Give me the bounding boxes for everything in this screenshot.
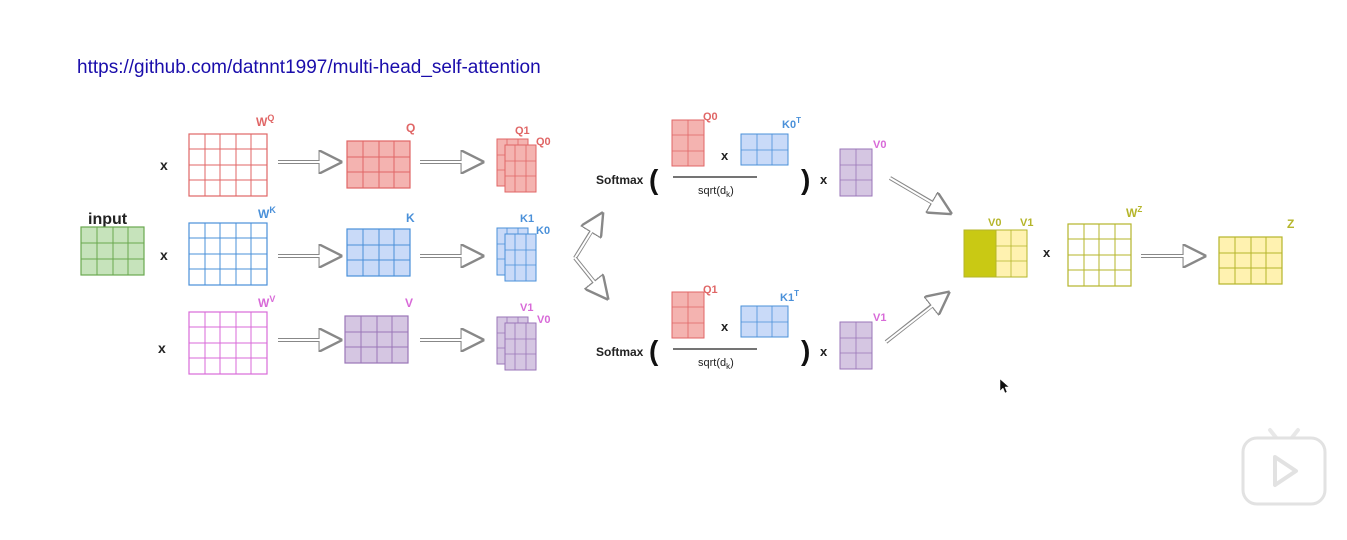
paren-close-head1: ) <box>801 335 810 366</box>
v1-label: V1 <box>873 312 886 324</box>
paren-open-head1: ( <box>649 335 659 366</box>
play-icon <box>1273 455 1298 487</box>
times-sign-v: x <box>158 340 166 356</box>
softmax-label-head0: Softmax <box>596 173 644 187</box>
paren-close-head0: ) <box>801 164 810 195</box>
wk-matrix <box>188 222 268 286</box>
play-button[interactable] <box>1240 424 1328 508</box>
times-sign-q: x <box>160 157 168 173</box>
times-sign-k: x <box>160 247 168 263</box>
v-heads-stack <box>496 316 537 371</box>
q1-matrix <box>671 291 705 339</box>
paren-open-head0: ( <box>649 164 659 195</box>
mouse-cursor-icon <box>999 378 1010 394</box>
wv-matrix <box>188 311 268 375</box>
q1-head-label: Q1 <box>515 125 530 137</box>
q0-head-label: Q0 <box>536 136 551 148</box>
q-heads-stack <box>496 138 537 193</box>
q-label: Q <box>406 121 415 135</box>
concat-matrix <box>963 229 1028 278</box>
k1-transpose-label: K1T <box>780 289 799 304</box>
wq-matrix <box>188 133 268 197</box>
q1-label: Q1 <box>703 284 718 296</box>
times-sign-head1-v: x <box>820 344 828 359</box>
softmax-label-head1: Softmax <box>596 345 644 359</box>
k1-transpose-matrix <box>740 305 789 338</box>
v-matrix <box>344 315 409 364</box>
arrow-split-down-inner <box>574 257 605 295</box>
wz-label: WZ <box>1126 205 1142 220</box>
arrow-head0-to-concat-inner <box>889 177 947 212</box>
play-icon-frame <box>1241 436 1327 506</box>
q0-matrix <box>671 119 705 167</box>
arrow-split-up-inner <box>574 217 601 259</box>
concat-v1-label: V1 <box>1020 217 1033 229</box>
source-link[interactable]: https://github.com/datnnt1997/multi-head… <box>77 57 541 78</box>
wz-matrix <box>1067 223 1132 287</box>
v1-matrix <box>839 321 873 370</box>
wk-label: WK <box>258 205 276 221</box>
arrow-head1-to-concat-inner <box>885 295 946 343</box>
k1-head-label: K1 <box>520 213 534 225</box>
concat-v0-label: V0 <box>988 217 1001 229</box>
k0-transpose-label: K0T <box>782 116 801 131</box>
q-matrix <box>346 140 411 189</box>
times-sign-head1: x <box>721 319 729 334</box>
v0-head-label: V0 <box>537 314 550 326</box>
sqrt-dk-head0: sqrt(dk) <box>698 185 734 199</box>
wq-label: WQ <box>256 113 274 129</box>
sqrt-dk-head1: sqrt(dk) <box>698 357 734 371</box>
v1-head-label: V1 <box>520 302 533 314</box>
times-sign-wz: x <box>1043 245 1051 260</box>
z-label: Z <box>1287 217 1294 231</box>
q0-label: Q0 <box>703 111 718 123</box>
k-label: K <box>406 211 415 225</box>
times-sign-head0-v: x <box>820 172 828 187</box>
times-sign-head0: x <box>721 148 729 163</box>
k0-transpose-matrix <box>740 133 789 166</box>
v-label: V <box>405 296 413 310</box>
k-matrix <box>346 228 411 277</box>
v0-matrix <box>839 148 873 197</box>
v0-label: V0 <box>873 139 886 151</box>
wv-label: WV <box>258 294 275 310</box>
z-matrix <box>1218 236 1283 285</box>
k0-head-label: K0 <box>536 225 550 237</box>
k-heads-stack <box>496 227 537 282</box>
input-label: input <box>88 211 128 228</box>
input-matrix <box>80 226 145 276</box>
